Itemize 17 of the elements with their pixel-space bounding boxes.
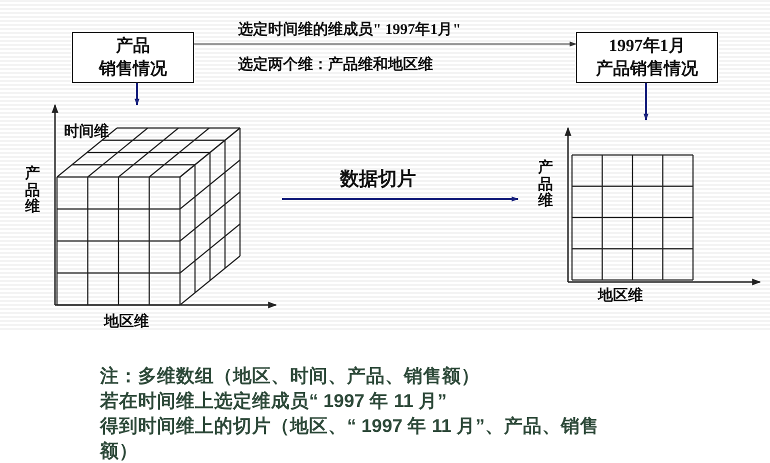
note-text: 若在时间维上选定维成员“ 1997 年 11 月” [100, 389, 447, 413]
edge-label: 选定时间维的维成员" 1997年1月" [238, 20, 461, 39]
edge-note: 选定两个维：产品维和地区维 [238, 55, 433, 74]
arrow [644, 83, 648, 121]
axis-label: 产品维 [538, 160, 553, 210]
note-text: 得到时间维上的切片（地区、“ 1997 年 11 月”、产品、销售额） [100, 414, 600, 463]
process-box: 1997年1月 产品销售情况 [576, 32, 718, 83]
note-text: 注：多维数组（地区、时间、产品、销售额） [100, 364, 480, 388]
axis-label: 地区维 [598, 286, 643, 305]
axis-label: 产品维 [25, 166, 40, 216]
arrow [282, 196, 519, 202]
axis-label: 时间维 [64, 122, 109, 141]
process-box: 产品 销售情况 [72, 32, 194, 83]
edge-label: 数据切片 [340, 168, 416, 192]
arrow [194, 42, 577, 46]
axis-label: 地区维 [104, 312, 149, 331]
arrow [134, 83, 140, 106]
